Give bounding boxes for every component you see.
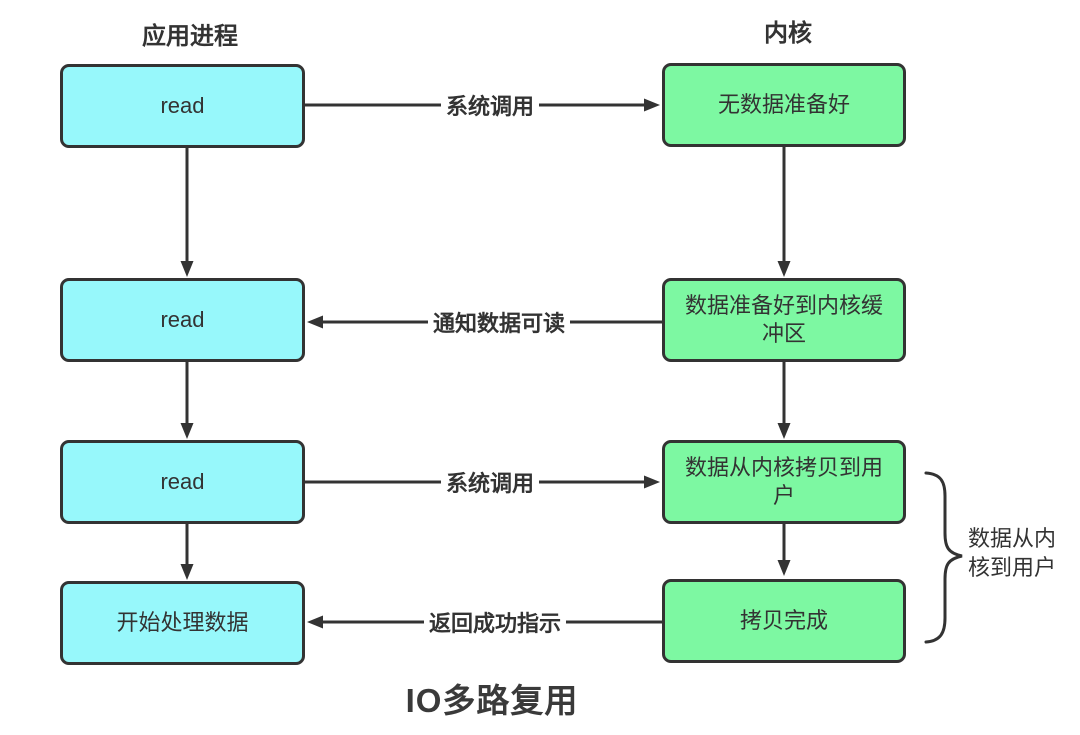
edge-syscall-1-arrowhead (644, 98, 660, 112)
edge-label-system-call-2: 系统调用 (440, 465, 540, 499)
edge-syscall-2-arrowhead (644, 475, 660, 489)
edge-notify-arrowhead (307, 315, 323, 329)
edge-kernel-1-2-arrowhead (777, 261, 791, 277)
edge-return-arrowhead (307, 615, 323, 629)
node-read-2: read (60, 278, 305, 362)
edge-label-return-success: 返回成功指示 (423, 605, 567, 639)
node-copy-kernel-to-user: 数据从内核拷贝到用户 (662, 440, 906, 524)
node-no-data-ready: 无数据准备好 (662, 63, 906, 147)
column-header-kernel: 内核 (764, 20, 812, 47)
node-data-ready-to-kernel-buffer: 数据准备好到内核缓冲区 (662, 278, 906, 362)
edge-app-2-3-arrowhead (180, 423, 194, 439)
column-header-application-process: 应用进程 (142, 23, 238, 50)
diagram-title: IO多路复用 (405, 682, 579, 719)
node-copy-complete: 拷贝完成 (662, 579, 906, 663)
node-read-1: read (60, 64, 305, 148)
edge-app-1-2-arrowhead (180, 261, 194, 277)
node-read-3: read (60, 440, 305, 524)
curly-brace (924, 471, 963, 644)
edge-label-system-call-1: 系统调用 (440, 88, 540, 122)
edge-kernel-3-4-arrowhead (777, 560, 791, 576)
edge-app-3-4-arrowhead (180, 564, 194, 580)
edge-label-notify-data-readable: 通知数据可读 (427, 305, 571, 339)
node-start-processing-data: 开始处理数据 (60, 581, 305, 665)
edge-kernel-2-3-arrowhead (777, 423, 791, 439)
brace-label-data-kernel-to-user: 数据从内核到用户 (968, 526, 1057, 580)
